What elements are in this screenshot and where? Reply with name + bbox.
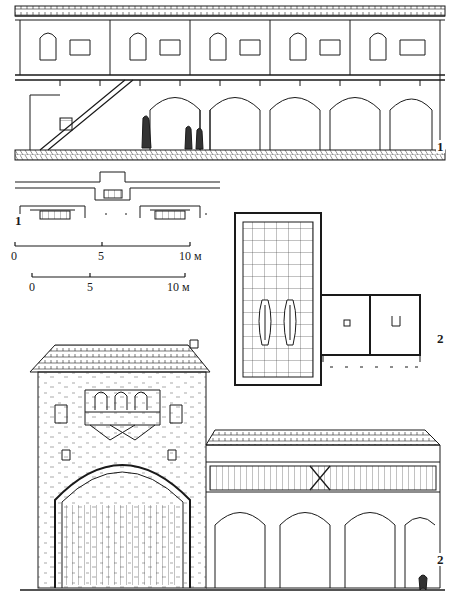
figure-number: 1: [14, 214, 23, 227]
scale-value: 0: [28, 281, 36, 293]
scale-value: 10 м: [166, 281, 191, 293]
plan-1: [15, 172, 220, 219]
scale-value: 5: [86, 281, 94, 293]
plan-2: [235, 213, 420, 385]
scale-value: 0: [10, 250, 18, 262]
scale-bar: [15, 242, 190, 277]
scale-value: 10 м: [178, 250, 203, 262]
figure-number: 2: [436, 553, 445, 566]
figure-number: 1: [436, 140, 445, 153]
scale-value: 5: [97, 250, 105, 262]
section-1: [15, 6, 445, 160]
elevation-2: [20, 340, 445, 590]
figure-number: 2: [436, 332, 445, 345]
